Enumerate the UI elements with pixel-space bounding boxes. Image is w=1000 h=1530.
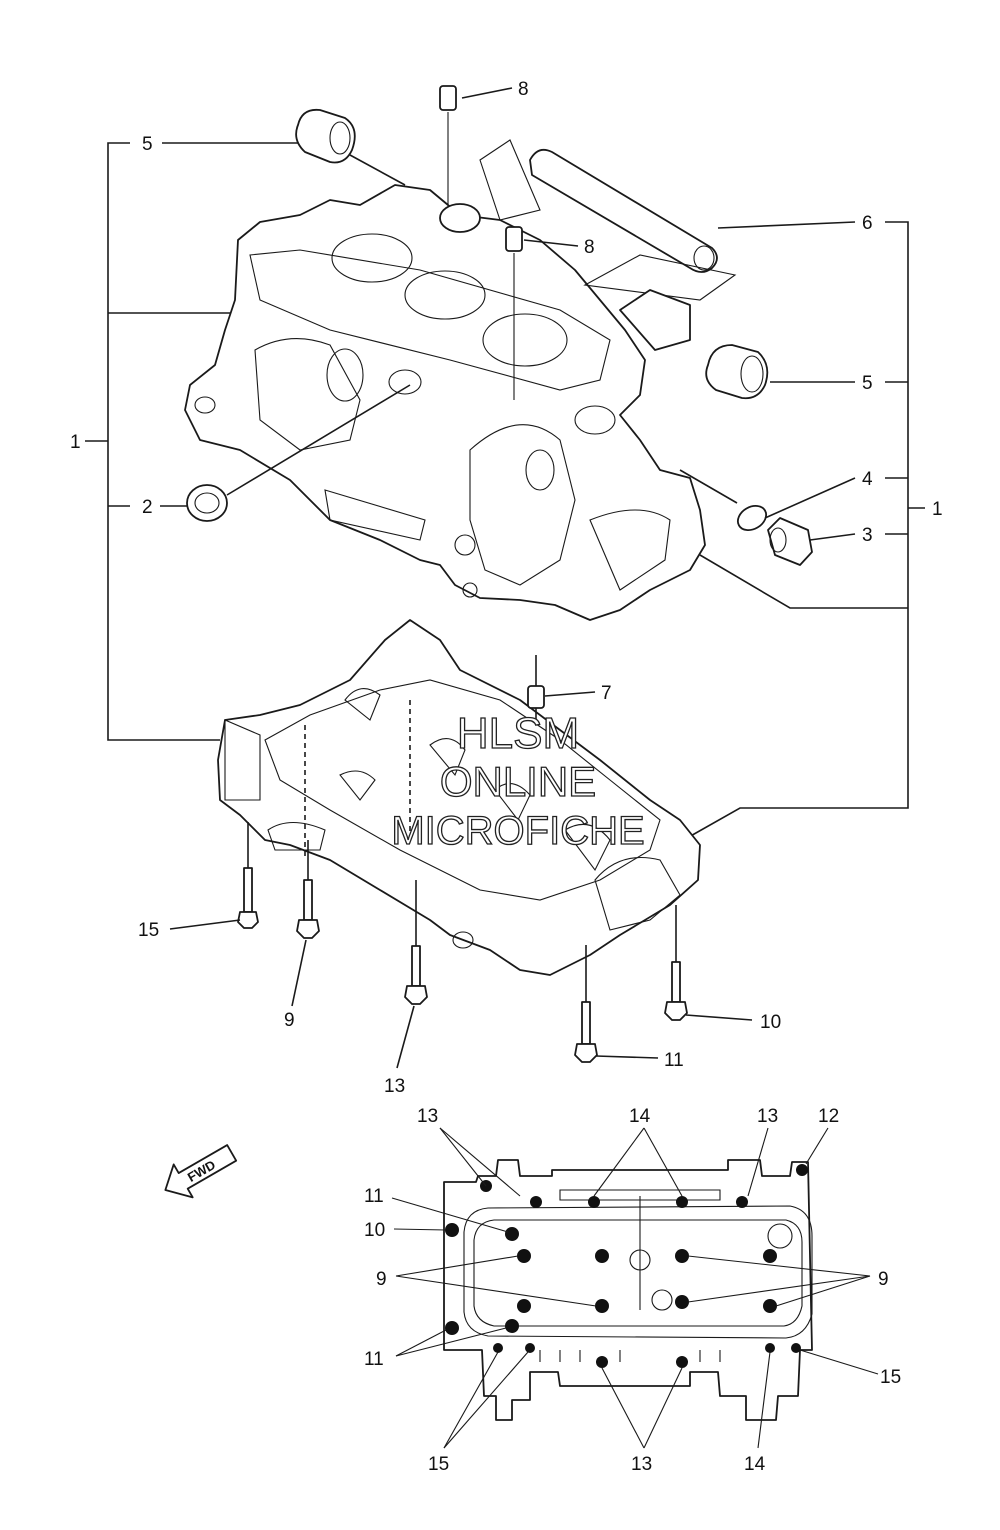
inset-callout-14-bottom: 14 xyxy=(744,1454,766,1475)
inset-callout-14-top: 14 xyxy=(629,1106,651,1127)
right-bracket xyxy=(679,221,925,843)
watermark-line-2: ONLINE xyxy=(440,758,596,805)
watermark-line-1: HLSM xyxy=(457,709,579,758)
mount-bushing-right xyxy=(619,289,769,400)
bolt-10 xyxy=(664,961,688,1021)
callout-11: 11 xyxy=(664,1050,684,1071)
bolt-9 xyxy=(296,879,320,939)
left-bracket xyxy=(85,142,232,741)
bolt-dots xyxy=(445,1164,808,1368)
bolt-11 xyxy=(574,1001,598,1063)
callout-3: 3 xyxy=(862,525,873,546)
callout-1-right: 1 xyxy=(932,499,943,520)
inset-callout-15-bottom-left: 15 xyxy=(428,1454,449,1475)
inset-callout-15-right: 15 xyxy=(880,1367,901,1388)
o-ring xyxy=(679,469,768,532)
bolt-15 xyxy=(237,867,259,929)
callout-6: 6 xyxy=(862,213,873,234)
callout-5-top: 5 xyxy=(142,134,153,155)
inset-callout-13-top-right: 13 xyxy=(757,1106,778,1127)
inset-leader-lines xyxy=(391,1127,879,1449)
bolt-layout-inset xyxy=(443,1159,813,1421)
watermark-line-3: MICROFICHE xyxy=(391,809,644,853)
callout-1-left: 1 xyxy=(70,432,81,453)
callout-13: 13 xyxy=(384,1076,405,1097)
bolt-13 xyxy=(404,945,428,1005)
inset-callout-11-a: 11 xyxy=(364,1186,384,1207)
callout-8-mid: 8 xyxy=(584,237,595,258)
callout-5-right: 5 xyxy=(862,373,873,394)
inset-callout-12: 12 xyxy=(818,1106,839,1127)
callout-10: 10 xyxy=(760,1012,781,1033)
callout-2: 2 xyxy=(142,497,153,518)
inset-callouts: 13 14 13 12 11 10 9 9 11 15 15 13 14 xyxy=(364,1106,901,1475)
callout-7: 7 xyxy=(601,683,612,704)
mount-bushing-top xyxy=(295,108,406,186)
inset-callout-9-left: 9 xyxy=(376,1269,387,1290)
callout-15: 15 xyxy=(138,920,159,941)
fwd-arrow-icon: FWD xyxy=(164,1144,238,1199)
dowel-pin-top xyxy=(439,85,481,233)
callout-4: 4 xyxy=(862,469,873,490)
plug-bolt xyxy=(767,517,813,566)
inset-callout-13-top-left: 13 xyxy=(417,1106,438,1127)
dowel-pin-mid xyxy=(505,226,523,400)
watermark: HLSM ONLINE MICROFICHE xyxy=(391,708,646,853)
upper-crankcase xyxy=(184,184,706,621)
inset-callout-11-b: 11 xyxy=(364,1349,384,1370)
callouts: 1 1 2 3 4 5 5 6 7 8 8 9 10 11 13 15 xyxy=(70,79,943,1097)
callout-9: 9 xyxy=(284,1010,295,1031)
lower-crankcase xyxy=(217,619,701,976)
inset-callout-10: 10 xyxy=(364,1220,385,1241)
inset-callout-13-bottom: 13 xyxy=(631,1454,652,1475)
dowel-pin-lower xyxy=(527,655,545,720)
inset-callout-9-right: 9 xyxy=(878,1269,889,1290)
leader-lines xyxy=(160,87,856,1069)
callout-8-top: 8 xyxy=(518,79,529,100)
plug-left xyxy=(186,384,411,522)
